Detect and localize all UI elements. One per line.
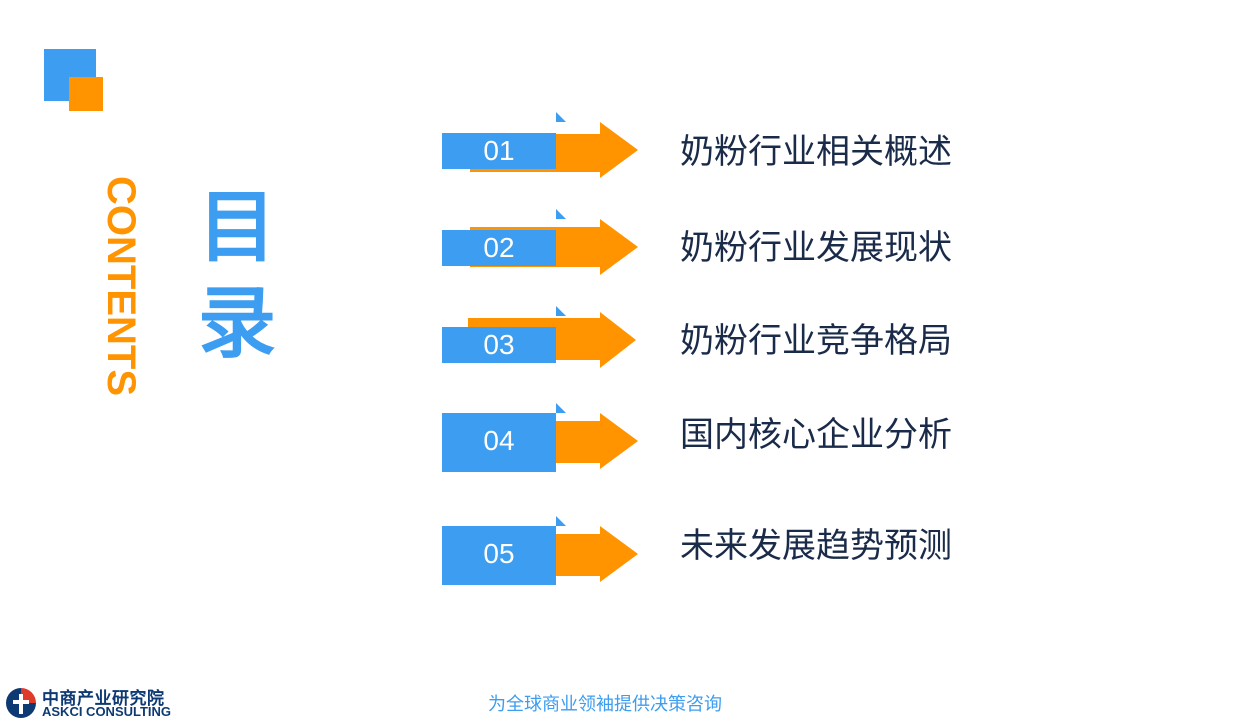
toc-item-03[interactable]: 03 奶粉行业竞争格局 bbox=[442, 306, 1002, 376]
toc-label: 奶粉行业竞争格局 bbox=[680, 321, 952, 361]
toc-item-04[interactable]: 04 国内核心企业分析 bbox=[442, 403, 1002, 473]
title-char-2: 录 bbox=[198, 279, 277, 369]
logo-name-en: ASKCI CONSULTING bbox=[42, 704, 172, 719]
toc-item-05[interactable]: 05 未来发展趋势预测 bbox=[442, 516, 1002, 586]
arrow-icon bbox=[442, 403, 638, 472]
toc-number: 05 bbox=[483, 538, 515, 569]
toc-number: 01 bbox=[483, 135, 515, 166]
logo-icon bbox=[6, 688, 36, 718]
toc-label: 奶粉行业发展现状 bbox=[680, 228, 952, 268]
title-char-1: 目 bbox=[198, 183, 277, 273]
contents-title-cn: 目 录 bbox=[198, 180, 277, 372]
toc-item-02[interactable]: 02 奶粉行业发展现状 bbox=[442, 209, 1002, 279]
toc-number: 04 bbox=[483, 425, 515, 456]
toc-label: 奶粉行业相关概述 bbox=[680, 132, 952, 172]
toc-label: 国内核心企业分析 bbox=[680, 415, 952, 455]
contents-title-en: CONTENTS bbox=[99, 176, 143, 396]
toc-item-01[interactable]: 01 奶粉行业相关概述 bbox=[442, 112, 1002, 182]
arrow-icon bbox=[442, 516, 638, 585]
logo-name-cn: 中商产业研究院 bbox=[42, 689, 165, 709]
toc-number: 03 bbox=[483, 329, 515, 360]
toc-number: 02 bbox=[483, 232, 515, 263]
arrow-icon bbox=[442, 306, 636, 368]
footer-slogan: 为全球商业领袖提供决策咨询 bbox=[488, 694, 722, 715]
toc-label: 未来发展趋势预测 bbox=[680, 526, 952, 566]
arrow-icon bbox=[442, 209, 638, 275]
decor-square-orange bbox=[69, 77, 103, 111]
arrow-icon bbox=[442, 112, 638, 178]
askci-logo: 中商产业研究院 ASKCI CONSULTING bbox=[4, 684, 204, 720]
